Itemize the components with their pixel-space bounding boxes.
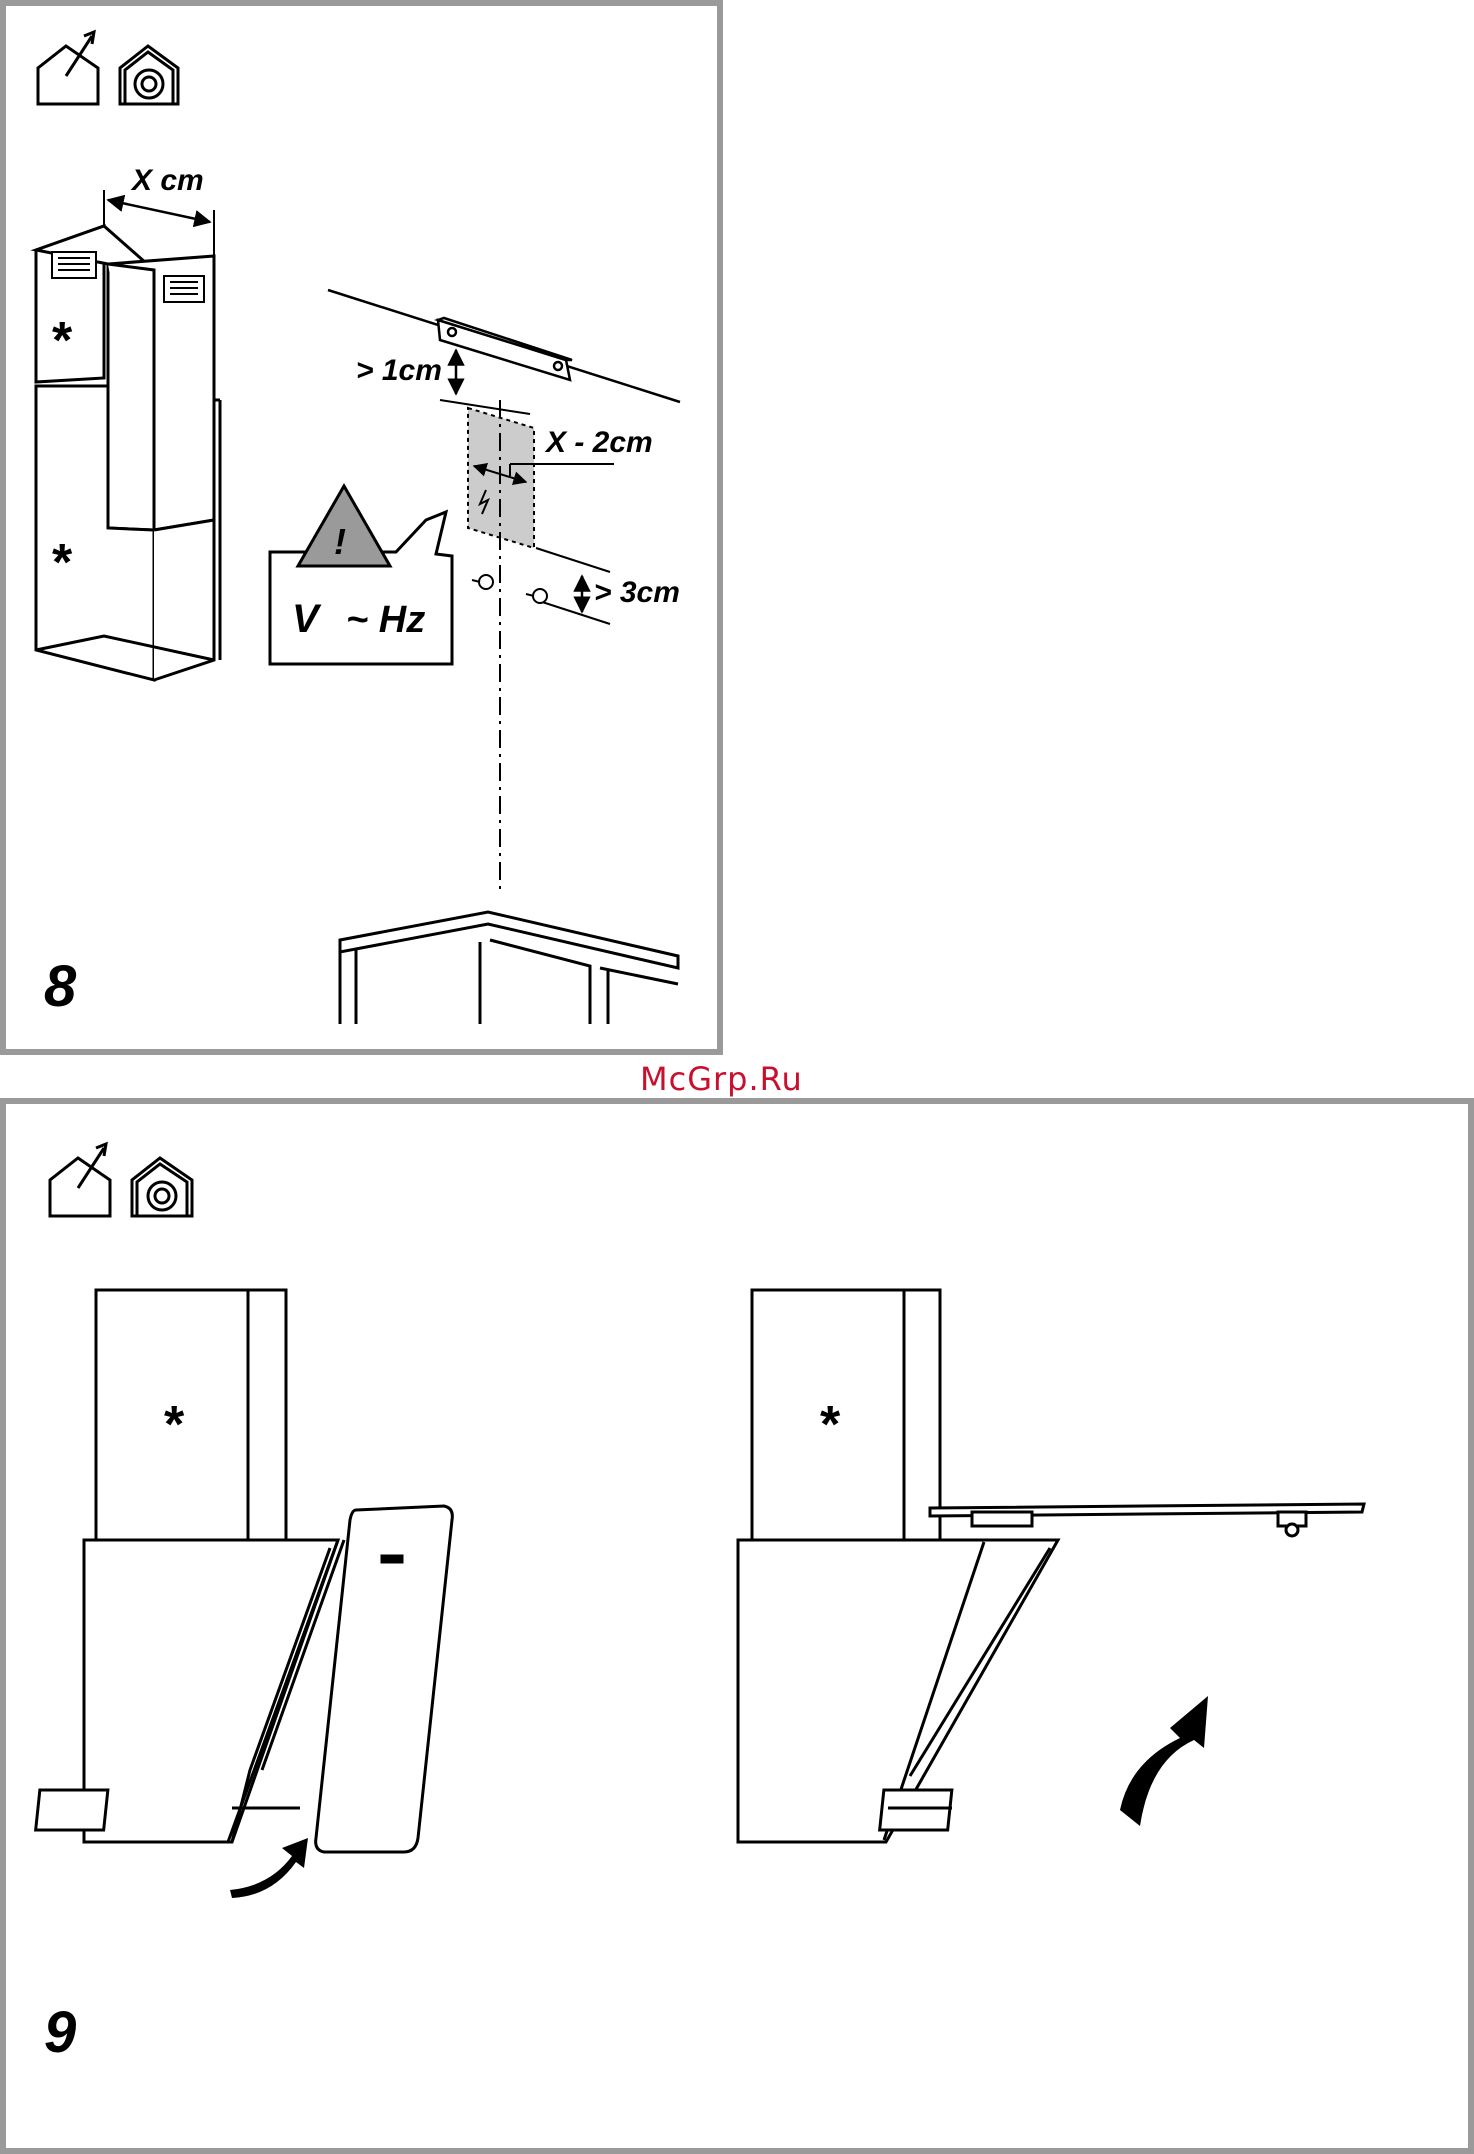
hood-with-glass-panel-right (738, 1290, 1364, 1842)
step-number-9: 9 (44, 2004, 76, 2062)
asterisk-right: * (820, 1396, 841, 1454)
mounting-bracket (438, 318, 572, 380)
socket-width-label: X - 2cm (544, 426, 653, 459)
socket-gap-label: > 3cm (594, 576, 680, 609)
rotation-arrow-left (230, 1838, 308, 1898)
wall-screw (472, 575, 547, 603)
bracket-gap-label: > 1cm (356, 354, 442, 387)
chimney-width-label: X cm (130, 164, 204, 197)
watermark: McGrp.Ru (640, 1060, 803, 1098)
recirculation-house-icon (132, 1158, 192, 1216)
rotation-arrow-right (1120, 1696, 1208, 1826)
hood-with-glass-panel-left (36, 1290, 453, 1852)
asterisk-left: * (164, 1396, 185, 1454)
asterisk-upper: * (52, 312, 73, 370)
voltage-warning-bubble: ! V ~ Hz (270, 486, 452, 664)
step-number-8: 8 (44, 958, 76, 1016)
voltage-label: V (292, 597, 322, 641)
frequency-label: ~ Hz (346, 599, 425, 641)
exhaust-house-icon (38, 32, 98, 104)
kitchen-cabinet (340, 912, 678, 1024)
chimney-width-arrow (108, 200, 210, 222)
warning-mark: ! (334, 521, 346, 562)
recirculation-house-icon (120, 46, 178, 104)
asterisk-lower: * (52, 534, 73, 592)
exhaust-house-icon (50, 1144, 110, 1216)
